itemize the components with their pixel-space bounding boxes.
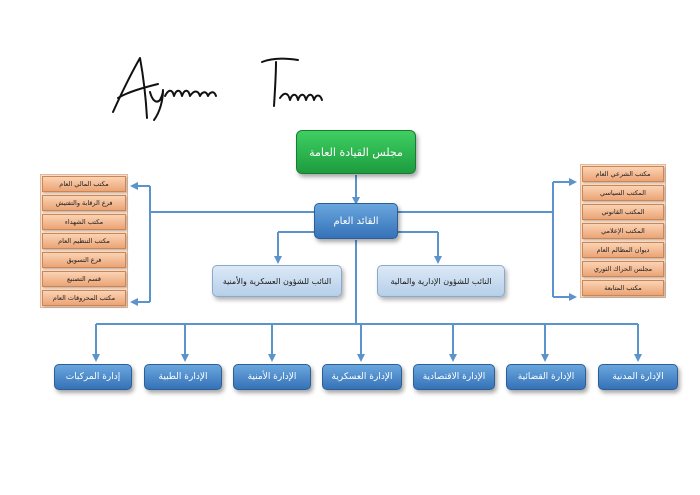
left-office-item: مكتب المالي العام xyxy=(42,176,126,192)
left-office-item: فرع الرقابة والتفتيش xyxy=(42,195,126,211)
deputy-admin-finance: النائب للشؤون الإدارية والمالية xyxy=(377,265,505,297)
deputy-military-security: النائب للشؤون العسكرية والأمنية xyxy=(212,265,342,297)
department-security: الإدارة الأمنية xyxy=(233,364,311,390)
department-medical: الإدارة الطبية xyxy=(144,364,222,390)
department-vehicles: إدارة المركبات xyxy=(54,364,132,390)
department-economic: الإدارة الاقتصادية xyxy=(413,364,495,390)
right-office-item: المكتب السياسي xyxy=(582,185,664,201)
general-command-council-label: مجلس القيادة العامة xyxy=(309,145,403,159)
right-office-item: مكتب المتابعة xyxy=(582,280,664,296)
left-office-item: مكتب الشهداء xyxy=(42,214,126,230)
commander-in-chief-label: القائد العام xyxy=(333,215,379,227)
commander-in-chief: القائد العام xyxy=(314,203,398,239)
left-office-item: قسم التصنيع xyxy=(42,271,126,287)
left-office-item: فرع التسويق xyxy=(42,252,126,268)
right-office-item: ديوان المظالم العام xyxy=(582,242,664,258)
right-office-item: المكتب القانوني xyxy=(582,204,664,220)
department-judicial: الإدارة القضائية xyxy=(506,364,586,390)
department-military: الإدارة العسكرية xyxy=(322,364,402,390)
general-command-council: مجلس القيادة العامة xyxy=(296,130,416,174)
left-office-item: مكتب التنظيم العام xyxy=(42,233,126,249)
right-office-item: المكتب الإعلامي xyxy=(582,223,664,239)
left-office-item: مكتب المحروقات العام xyxy=(42,290,126,306)
department-civil: الإدارة المدنية xyxy=(598,364,678,390)
right-office-item: مجلس الحراك الثوري xyxy=(582,261,664,277)
right-office-item: مكتب الشرعي العام xyxy=(582,166,664,182)
